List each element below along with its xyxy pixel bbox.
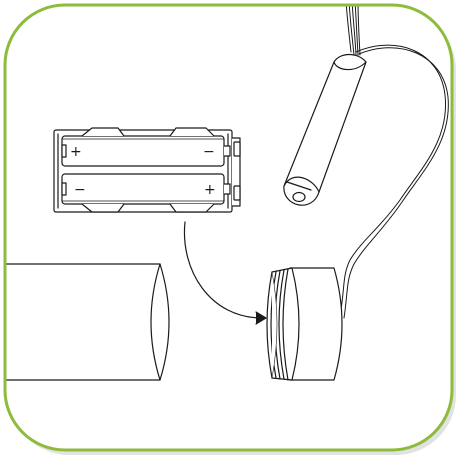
top-cell-left-terminal: + xyxy=(70,144,82,160)
battery-pack xyxy=(54,128,240,212)
bottom-cell-left-terminal: − xyxy=(74,182,86,198)
end-cap xyxy=(267,268,342,380)
frame-panel xyxy=(5,5,452,450)
top-cell-right-terminal: − xyxy=(203,144,215,160)
bottom-cell-right-terminal: + xyxy=(204,182,216,198)
